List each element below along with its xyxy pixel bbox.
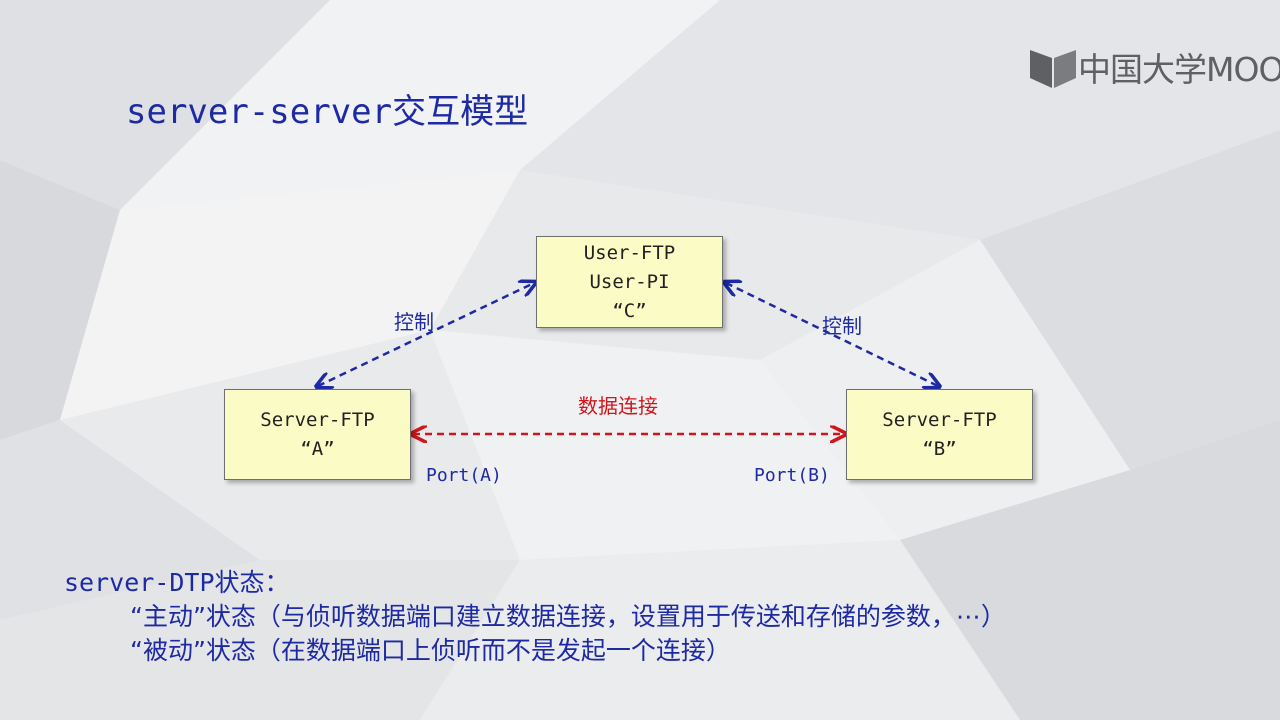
mooc-logo: 中国大学MOOC [1028,44,1280,90]
control-label-left: 控制 [394,310,434,334]
book-logo-icon [1030,50,1076,88]
notes-heading: server-DTP状态： [64,568,290,597]
node-a-line-1: Server-FTP [260,408,375,431]
logo-text: 中国大学MOOC [1078,50,1280,89]
node-c-line-3: “C” [612,299,647,322]
port-a-label: Port(A) [426,465,502,486]
slide-title: server-server交互模型 [126,92,529,132]
node-c-line-2: User-PI [589,270,670,293]
passive-state-note: “被动”状态（在数据端口上侦听而不是发起一个连接） [130,636,731,665]
node-b-line-2: “B” [922,437,957,460]
control-link-a-c [318,283,534,386]
node-user-ftp-c: User-FTP User-PI “C” [536,236,723,328]
active-state-note: “主动”状态（与侦听数据端口建立数据连接，设置用于传送和存储的参数，⋯） [130,602,1006,631]
node-a-line-2: “A” [300,437,335,460]
node-b-line-1: Server-FTP [882,408,997,431]
node-server-ftp-a: Server-FTP “A” [224,389,411,480]
dtp-state-notes: server-DTP状态： “主动”状态（与侦听数据端口建立数据连接，设置用于传… [64,566,1006,668]
control-label-right: 控制 [822,314,862,338]
data-connection-label: 数据连接 [578,394,658,418]
node-server-ftp-b: Server-FTP “B” [846,389,1033,480]
node-c-line-1: User-FTP [583,241,676,264]
control-link-c-b [726,283,938,386]
port-b-label: Port(B) [754,465,830,486]
